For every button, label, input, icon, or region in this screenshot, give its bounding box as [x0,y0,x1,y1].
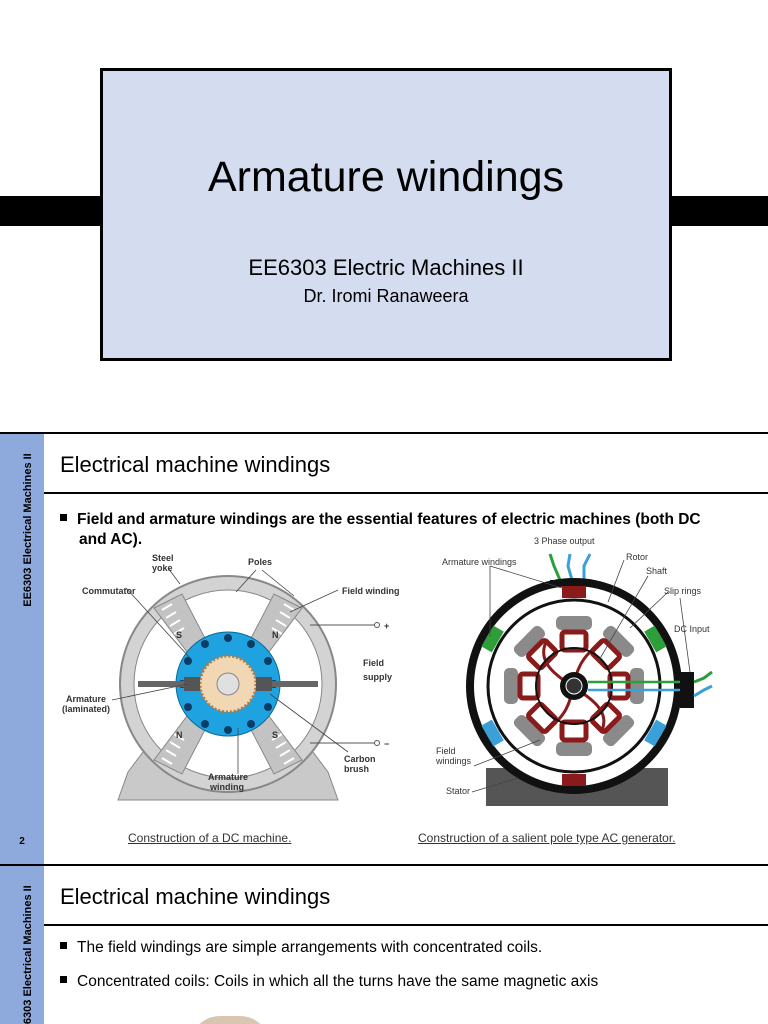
bullet-square-icon [60,942,67,949]
label-steel-yoke-2: yoke [152,563,173,573]
leader-lines [111,567,349,774]
label-plus: + [384,621,389,631]
pole-label-n-bottom: N [176,730,183,740]
dc-figure-caption: Construction of a DC machine. [128,831,292,845]
bullet-text-continued: and AC). [79,531,143,548]
label-armature-2: (laminated) [62,704,110,714]
dc-input-leads [693,670,713,698]
course-name: EE6303 Electric Machines II [248,255,524,280]
brush-lead [272,681,318,687]
ac-generator-figure: 3 Phase output Armature windings Rotor S… [435,536,713,806]
label-minus: − [384,739,389,749]
label-commutator: Commutator [82,586,136,596]
pole-label-s-top: S [176,630,182,640]
bullet-text: Field and armature windings are the esse… [77,511,701,528]
phase-output-leads [548,553,592,581]
decorative-bar-right [668,196,768,226]
label-armature-winding-1: Armature [208,772,248,782]
field-windings [517,629,631,743]
heading-divider [44,492,768,494]
bullet-square-icon [60,514,67,521]
author-name: Dr. Iromi Ranaweera [303,286,469,306]
slide-title: Armature windings [207,153,565,201]
shaft [216,672,240,696]
label-field-supply-2: supply [363,672,392,682]
slide-number: 2 [19,836,25,847]
slip-ring-leads [588,680,680,692]
side-course-label: EE6303 Electrical Machines II [22,453,34,607]
slide-heading: Electrical machine windings [60,884,331,909]
side-strip: EE6303 Electrical Machines II 2 [0,434,44,864]
bullet-text: Concentrated coils: Coils in which all t… [77,973,599,990]
rotor-poles [504,616,644,756]
dc-machine-figure: Steel yoke Poles Commutator Field windin… [62,553,400,801]
field-winding-coils [161,603,295,765]
title-box: Armature windings EE6303 Electric Machin… [100,68,672,361]
label-rotor: Rotor [626,552,648,562]
label-field-windings-2: windings [435,756,472,766]
content-slide-3: EE6303 Electrical Machines II Electrical… [0,866,768,1024]
label-armature-1: Armature [66,694,106,704]
content-slide-2: EE6303 Electrical Machines II 2 Electric… [0,434,768,866]
bullet-item: The field windings are simple arrangemen… [60,938,750,958]
label-steel-yoke-1: Steel [152,553,174,563]
slide-heading: Electrical machine windings [60,452,331,477]
label-phase-output: 3 Phase output [534,536,595,546]
side-strip: EE6303 Electrical Machines II [0,866,44,1024]
heading-divider [44,924,768,926]
bullet-item: Field and armature windings are the esse… [60,510,750,550]
label-carbon-brush-1: Carbon [344,754,376,764]
label-armature-winding-2: winding [209,782,244,792]
ac-figure-caption: Construction of a salient pole type AC g… [418,831,676,845]
label-shaft: Shaft [646,566,668,576]
bullet-square-icon [60,976,67,983]
label-slip-rings: Slip rings [664,586,702,596]
bullet-text: The field windings are simple arrangemen… [77,939,543,956]
shaft-center [565,677,583,695]
stator-ring [486,598,662,774]
decorative-bar-left [0,196,100,226]
leader-lines [471,559,691,793]
rotor-core [535,647,613,725]
label-carbon-brush-2: brush [344,764,369,774]
label-field-supply-1: Field [363,658,384,668]
partial-figure [190,1016,270,1024]
pole-label-n-top: N [272,630,279,640]
label-field-winding: Field winding [342,586,400,596]
carbon-brush-right [256,677,272,691]
side-course-label: EE6303 Electrical Machines II [22,885,34,1024]
label-armature-windings: Armature windings [442,557,517,567]
label-dc-input: DC Input [674,624,710,634]
carbon-brush-left [184,677,200,691]
field-supply-leads [310,622,380,746]
label-poles: Poles [248,557,272,567]
bullet-item: Concentrated coils: Coils in which all t… [60,972,750,992]
dc-input-box [680,672,694,708]
armature-coils [481,586,667,786]
label-stator: Stator [446,786,470,796]
title-slide: Armature windings EE6303 Electric Machin… [0,0,768,434]
armature-pointer [138,681,184,687]
label-field-windings-1: Field [436,746,456,756]
pole-label-s-bottom: S [272,730,278,740]
